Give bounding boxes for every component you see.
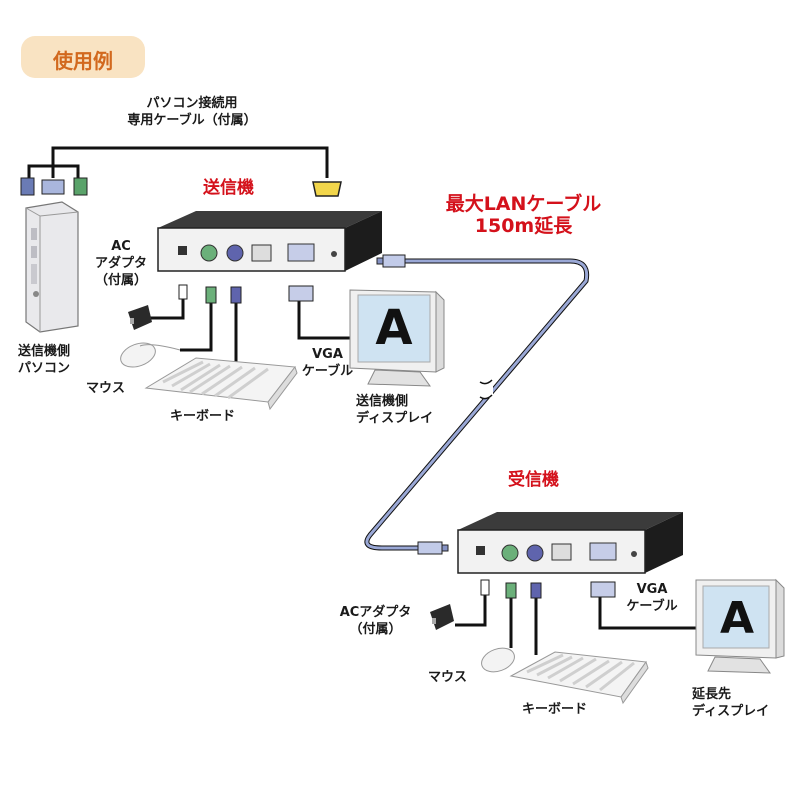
display-rx-line1: 延長先: [692, 687, 732, 702]
ac-adapter-rx-label: ACアダプタ （付属）: [328, 604, 423, 638]
screen-letter-rx: A: [720, 593, 754, 644]
display-tx-icon: A: [349, 289, 445, 387]
lan-label-line1: 最大LANケーブル: [445, 193, 602, 215]
keyboard-rx-icon: [509, 651, 649, 705]
usage-example-label: 使用例: [53, 49, 113, 73]
keyboard-tx-icon: [144, 357, 298, 411]
pc-tower-icon: [25, 201, 79, 333]
mouse-tx-label: マウス: [86, 381, 126, 396]
pc-cable-label-line2: 専用ケーブル（付属）: [127, 113, 257, 128]
lan-label: 最大LANケーブル 150m延長: [416, 193, 631, 237]
pc-label-line1: 送信機側: [18, 344, 71, 359]
receiver-cables: [455, 595, 700, 655]
transmitter-plugs: [178, 284, 314, 304]
ac-adapter-tx-line3: （付属）: [94, 273, 147, 288]
display-rx-label: 延長先 ディスプレイ: [692, 686, 769, 720]
mouse-tx-icon: [120, 342, 181, 368]
transmitter-title: 送信機: [203, 178, 254, 198]
transmitter-cables: [150, 299, 358, 370]
lan-break: [479, 379, 493, 400]
keyboard-rx-label: キーボード: [522, 702, 588, 717]
mouse-rx-icon: [481, 647, 515, 673]
vga-tx-line2: ケーブル: [301, 364, 354, 379]
transmitter-box-icon: [157, 211, 382, 272]
pc-label: 送信機側 パソコン: [18, 343, 70, 377]
rj45-plug-tx: [376, 254, 406, 268]
display-tx-line2: ディスプレイ: [356, 411, 434, 426]
vga-rx-label: VGA ケーブル: [612, 581, 692, 615]
pc-cable: [27, 146, 329, 178]
screen-letter-tx: A: [375, 300, 412, 356]
pc-cable-connectors: [20, 177, 342, 197]
ac-adapter-rx-icon: [430, 604, 454, 630]
display-tx-line1: 送信機側: [356, 394, 409, 409]
lan-cable-inner: [365, 259, 589, 550]
vga-tx-line1: VGA: [312, 347, 343, 362]
keyboard-tx-label: キーボード: [170, 409, 236, 424]
receiver-box-icon: [457, 512, 683, 574]
lan-label-line2: 150m延長: [474, 215, 573, 237]
ac-adapter-rx-line1: ACアダプタ: [339, 605, 412, 620]
display-rx-icon: A: [695, 578, 785, 674]
vga-rx-line1: VGA: [636, 582, 668, 597]
ac-adapter-tx-line1: AC: [111, 239, 131, 254]
pc-cable-label-line1: パソコン接続用: [146, 96, 238, 111]
pc-label-line2: パソコン: [18, 361, 71, 376]
ac-adapter-tx-line2: アダプタ: [94, 256, 147, 271]
ac-adapter-rx-line2: （付属）: [349, 622, 402, 637]
vga-tx-label: VGA ケーブル: [290, 346, 365, 380]
display-tx-label: 送信機側 ディスプレイ: [356, 393, 433, 427]
vga-rx-line2: ケーブル: [626, 599, 678, 614]
rj45-plug-rx: [417, 541, 449, 555]
display-rx-line2: ディスプレイ: [692, 704, 770, 719]
mouse-rx-label: マウス: [428, 670, 468, 685]
ac-adapter-tx-label: AC アダプタ （付属）: [86, 238, 156, 289]
pc-cable-label: パソコン接続用 専用ケーブル（付属）: [112, 95, 272, 129]
ac-adapter-tx-icon: [128, 305, 152, 330]
receiver-title: 受信機: [508, 470, 559, 490]
receiver-plugs: [480, 579, 616, 599]
usage-example-tag: 使用例: [21, 36, 145, 78]
